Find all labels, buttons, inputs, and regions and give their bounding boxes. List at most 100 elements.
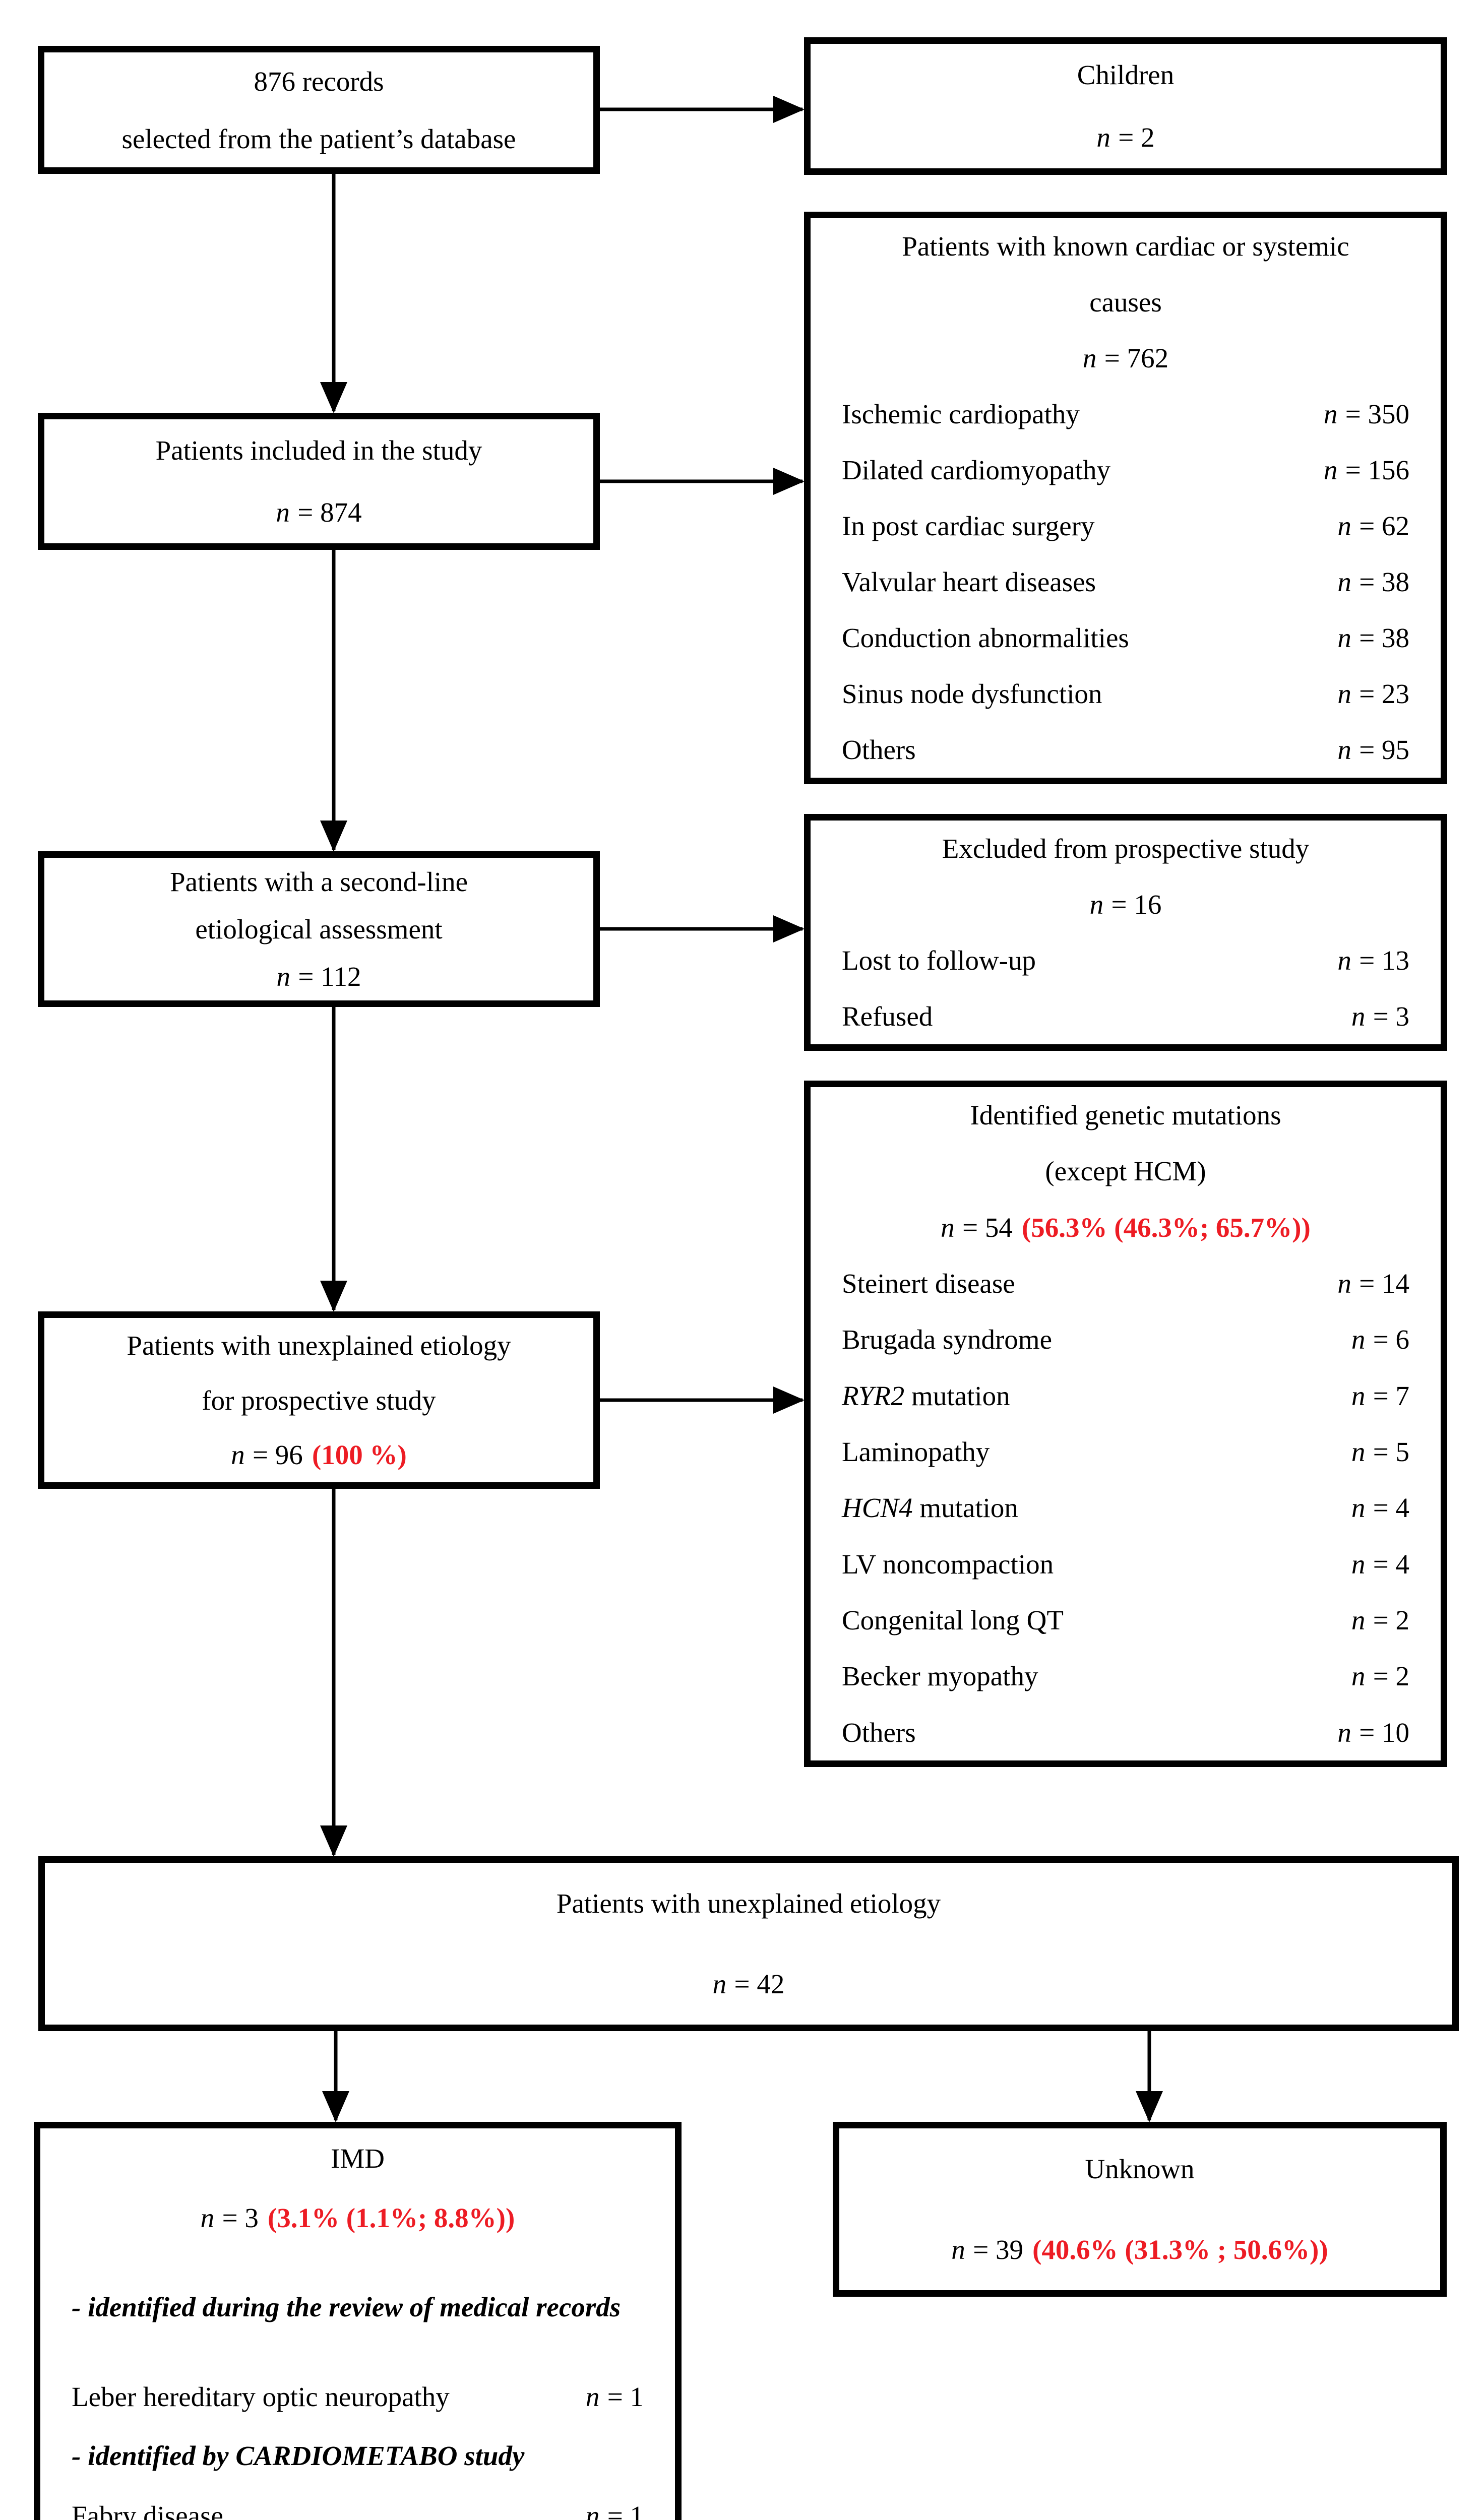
box-children: Children n = 2 (804, 37, 1447, 175)
item-value: n= 2 (1351, 1661, 1409, 1692)
item-label: Ischemic cardiopathy (842, 399, 1080, 429)
genetic-title-line1: Identified genetic mutations (970, 1100, 1281, 1131)
unexplained-prospective-n-percent: (100 %) (312, 1439, 407, 1471)
imd-title: IMD (331, 2143, 385, 2174)
box-unexplained: Patients with unexplained etiology n = 4… (38, 1856, 1459, 2031)
item-label: RYR2 mutation (842, 1380, 1010, 1411)
item-label: HCN4 mutation (842, 1492, 1018, 1524)
list-item: Conduction abnormalities n= 38 (811, 610, 1441, 666)
item-value: n= 4 (1351, 1492, 1409, 1524)
imd-note-cardiometabo: - identified by CARDIOMETABO study (72, 2440, 525, 2472)
list-item: LV noncompaction n= 4 (811, 1536, 1441, 1592)
list-item: Leber hereditary optic neuropathy n= 1 (40, 2367, 675, 2426)
list-item: Refused n= 3 (811, 988, 1441, 1044)
unknown-title: Unknown (1085, 2153, 1195, 2184)
item-label: Laminopathy (842, 1436, 990, 1468)
item-value: n= 10 (1337, 1717, 1409, 1748)
children-title: Children (1077, 59, 1175, 91)
item-value: n= 6 (1351, 1324, 1409, 1355)
list-item: Becker myopathy n= 2 (811, 1648, 1441, 1704)
records-line2: selected from the patient’s database (121, 123, 516, 154)
item-value: n= 95 (1337, 734, 1409, 765)
list-item: Others n= 10 (811, 1705, 1441, 1760)
imd-n: n = 3 (3.1% (1.1%; 8.8%)) (200, 2202, 515, 2233)
item-value: n= 38 (1337, 566, 1409, 597)
item-label: Refused (842, 1001, 933, 1032)
item-value: n= 3 (1351, 1001, 1409, 1032)
unexplained-prospective-n: n = 96 (100 %) (231, 1439, 407, 1471)
list-item: RYR2 mutation n= 7 (811, 1368, 1441, 1424)
item-label: In post cardiac surgery (842, 511, 1095, 541)
secondline-title-line1: Patients with a second-line (169, 866, 468, 897)
genetic-n: n = 54 (56.3% (46.3%; 65.7%)) (941, 1212, 1311, 1243)
item-value: n= 5 (1351, 1436, 1409, 1468)
genetic-n-percent: (56.3% (46.3%; 65.7%)) (1021, 1212, 1311, 1243)
unexplained-n: n = 42 (712, 1969, 785, 2000)
list-item: Fabry disease n= 1 (40, 2486, 675, 2520)
secondline-n: n = 112 (276, 961, 361, 992)
item-label: Brugada syndrome (842, 1324, 1052, 1355)
included-title: Patients included in the study (155, 435, 482, 466)
unexplained-prospective-title-line2: for prospective study (202, 1384, 436, 1416)
box-genetic: Identified genetic mutations (except HCM… (804, 1081, 1447, 1767)
box-imd: IMD n = 3 (3.1% (1.1%; 8.8%)) - identifi… (34, 2122, 682, 2520)
list-item: Steinert disease n= 14 (811, 1255, 1441, 1311)
list-item: Valvular heart diseases n= 38 (811, 554, 1441, 610)
item-label: Sinus node dysfunction (842, 678, 1102, 709)
item-label: Leber hereditary optic neuropathy (72, 2381, 450, 2412)
secondline-title-line2: etiological assessment (195, 913, 443, 944)
box-records: 876 records selected from the patient’s … (38, 46, 600, 174)
list-item: Brugada syndrome n= 6 (811, 1311, 1441, 1367)
item-label: Lost to follow-up (842, 945, 1036, 976)
list-item: Lost to follow-up n= 13 (811, 932, 1441, 988)
item-value: n= 13 (1337, 945, 1409, 976)
genetic-title-line2: (except HCM) (1045, 1156, 1206, 1187)
excluded-title: Excluded from prospective study (942, 833, 1310, 864)
list-item: Ischemic cardiopathy n= 350 (811, 386, 1441, 442)
causes-n: n = 762 (1082, 343, 1169, 373)
item-label: Fabry disease (72, 2500, 223, 2520)
item-label: Valvular heart diseases (842, 566, 1096, 597)
unexplained-prospective-title-line1: Patients with unexplained etiology (127, 1330, 511, 1361)
list-item: Others n= 95 (811, 722, 1441, 778)
item-label: Becker myopathy (842, 1661, 1038, 1692)
list-item: In post cardiac surgery n= 62 (811, 498, 1441, 554)
list-item: HCN4 mutation n= 4 (811, 1480, 1441, 1536)
unknown-n: n = 39 (40.6% (31.3% ; 50.6%)) (951, 2234, 1328, 2265)
item-value: n= 7 (1351, 1380, 1409, 1411)
item-label: Others (842, 1717, 916, 1748)
item-value: n= 23 (1337, 678, 1409, 709)
imd-note-review: - identified during the review of medica… (72, 2291, 621, 2322)
box-secondline: Patients with a second-line etiological … (38, 851, 600, 1007)
item-value: n= 1 (585, 2381, 644, 2412)
item-value: n= 38 (1337, 622, 1409, 653)
box-included: Patients included in the study n = 874 (38, 413, 600, 550)
list-item: Sinus node dysfunction n= 23 (811, 666, 1441, 722)
list-item: Congenital long QT n= 2 (811, 1592, 1441, 1648)
box-causes: Patients with known cardiac or systemic … (804, 212, 1447, 784)
item-label: Steinert disease (842, 1268, 1015, 1299)
unknown-n-percent: (40.6% (31.3% ; 50.6%)) (1032, 2234, 1328, 2265)
item-value: n= 1 (585, 2500, 644, 2520)
item-value: n= 62 (1337, 511, 1409, 541)
excluded-n: n = 16 (1089, 889, 1162, 920)
item-value: n= 350 (1323, 399, 1409, 429)
item-label: Conduction abnormalities (842, 622, 1129, 653)
box-excluded: Excluded from prospective study n = 16 L… (804, 814, 1447, 1051)
list-item: Dilated cardiomyopathy n= 156 (811, 442, 1441, 498)
box-unknown: Unknown n = 39 (40.6% (31.3% ; 50.6%)) (833, 2122, 1447, 2297)
box-unexplained-prospective: Patients with unexplained etiology for p… (38, 1311, 600, 1489)
item-label: Congenital long QT (842, 1605, 1064, 1636)
causes-title-line2: causes (1089, 287, 1162, 318)
unexplained-title: Patients with unexplained etiology (556, 1887, 941, 1919)
children-n: n = 2 (1096, 121, 1155, 153)
item-value: n= 2 (1351, 1605, 1409, 1636)
causes-title-line1: Patients with known cardiac or systemic (902, 231, 1349, 262)
list-item: Laminopathy n= 5 (811, 1424, 1441, 1480)
records-line1: 876 records (254, 66, 384, 97)
item-label: Dilated cardiomyopathy (842, 455, 1111, 485)
item-value: n= 4 (1351, 1548, 1409, 1580)
included-n: n = 874 (276, 497, 362, 528)
